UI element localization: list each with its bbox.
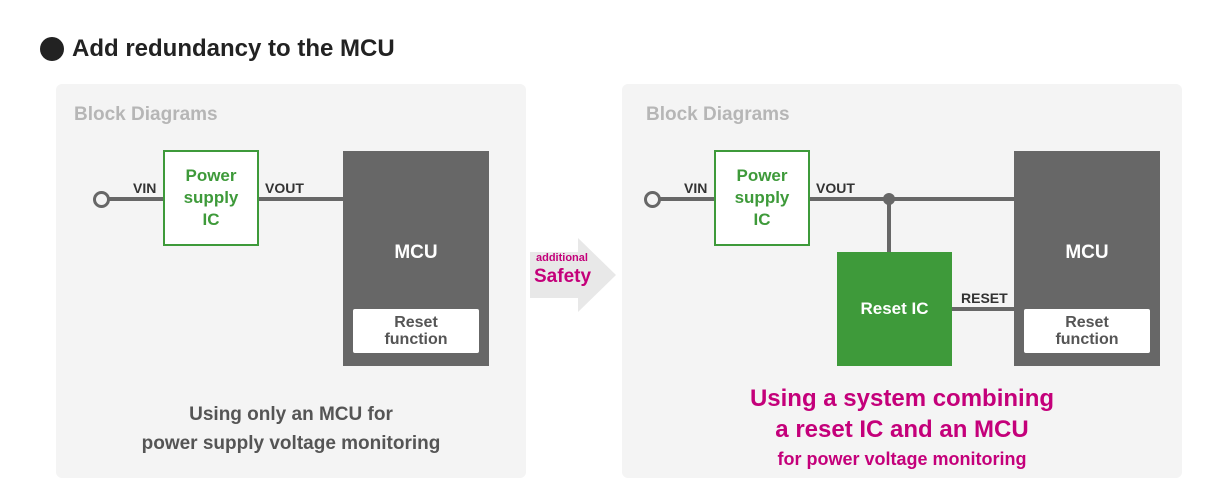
right-caption: Using a system combining a reset IC and … xyxy=(622,383,1182,473)
right-caption-line-3: for power voltage monitoring xyxy=(777,449,1027,469)
left-caption: Using only an MCU for power supply volta… xyxy=(56,400,526,458)
left-vin-label: VIN xyxy=(133,180,157,196)
left-mcu-label: MCU xyxy=(394,242,438,263)
left-psu-line-2: supply xyxy=(183,188,239,207)
arrow-shape-icon xyxy=(530,238,616,312)
right-vout-wire xyxy=(810,197,1015,201)
right-caption-line-1: Using a system combining xyxy=(749,385,1055,412)
right-vin-terminal-icon xyxy=(644,191,661,208)
right-psu-line-3: IC xyxy=(753,210,771,229)
left-vin-wire xyxy=(109,197,164,201)
right-power-supply-ic: Power supply IC xyxy=(714,150,810,246)
right-caption-line-2: a reset IC and an MCU xyxy=(775,416,1029,443)
reset-ic-supply-wire xyxy=(887,199,891,253)
right-mcu-label: MCU xyxy=(1065,242,1109,263)
right-reset-fn-line-2: function xyxy=(1055,331,1119,348)
left-reset-fn-line-1: Reset xyxy=(394,314,438,331)
arrow-safety-label: Safety xyxy=(534,266,592,287)
right-reset-function-box: Reset function xyxy=(1024,309,1150,353)
left-psu-line-3: IC xyxy=(202,210,220,229)
right-psu-line-2: supply xyxy=(734,188,790,207)
reset-signal-label: RESET xyxy=(961,290,1008,306)
right-psu-line-1: Power xyxy=(736,166,788,185)
right-panel-title: Block Diagrams xyxy=(646,104,790,125)
left-vout-wire xyxy=(259,197,344,201)
additional-safety-arrow: additional Safety xyxy=(530,238,620,312)
section-heading: Add redundancy to the MCU xyxy=(40,34,395,64)
right-reset-fn-line-1: Reset xyxy=(1065,314,1109,331)
left-reset-function-box: Reset function xyxy=(353,309,479,353)
arrow-additional-label: additional xyxy=(536,252,588,264)
reset-ic-block: Reset IC xyxy=(837,252,952,366)
right-vout-label: VOUT xyxy=(816,180,855,196)
left-caption-line-2: power supply voltage monitoring xyxy=(141,433,441,454)
left-vout-label: VOUT xyxy=(265,180,304,196)
reset-signal-wire xyxy=(952,307,1015,311)
left-panel-title: Block Diagrams xyxy=(74,104,218,125)
left-psu-line-1: Power xyxy=(185,166,237,185)
section-heading-text: Add redundancy to the MCU xyxy=(72,35,395,62)
left-vin-terminal-icon xyxy=(93,191,110,208)
right-vin-wire xyxy=(660,197,715,201)
left-mcu-block: MCU Reset function xyxy=(343,151,489,366)
bullet-dot-icon xyxy=(40,37,64,61)
left-caption-line-1: Using only an MCU for xyxy=(189,404,393,425)
left-reset-fn-line-2: function xyxy=(384,331,448,348)
left-power-supply-ic: Power supply IC xyxy=(163,150,259,246)
right-vin-label: VIN xyxy=(684,180,708,196)
right-mcu-block: MCU Reset function xyxy=(1014,151,1160,366)
